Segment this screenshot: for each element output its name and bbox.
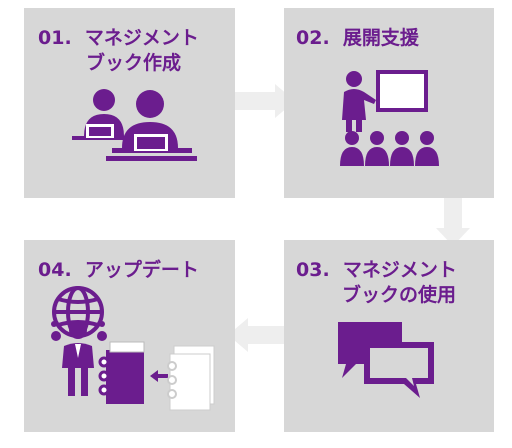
globe-person-and-binder-icon (51, 286, 215, 411)
step-01-title: 01. マネジメント ブック作成 (38, 26, 235, 76)
step-01-title-line1: マネジメント (84, 27, 199, 49)
presenter-with-audience-icon (340, 70, 439, 166)
step-04-title-line1: アップデート (84, 259, 199, 281)
step-02-box: 02. 展開支援 (284, 8, 494, 198)
team-at-laptops-icon (72, 89, 197, 161)
step-02-title-line1: 展開支援 (342, 27, 419, 49)
step-01-box: 01. マネジメント ブック作成 (24, 8, 235, 198)
step-04-box: 04. アップデート (24, 240, 235, 432)
step-04-title: 04. アップデート (38, 258, 235, 283)
arrow-step-01-to-02 (235, 84, 295, 118)
step-03-number: 03. (296, 259, 330, 281)
step-04-number: 04. (38, 259, 72, 281)
arrow-step-02-to-03 (436, 198, 470, 246)
arrow-step-03-to-04 (228, 318, 284, 352)
step-01-number: 01. (38, 27, 72, 49)
step-01-title-line2: ブック作成 (86, 52, 182, 74)
step-03-title-line1: マネジメント (342, 259, 457, 281)
step-02-number: 02. (296, 27, 330, 49)
speech-bubbles-icon (338, 322, 434, 398)
step-03-title-line2: ブックの使用 (342, 284, 457, 306)
step-03-box: 03. マネジメント ブックの使用 (284, 240, 494, 432)
step-03-title: 03. マネジメント ブックの使用 (296, 258, 494, 308)
step-02-title: 02. 展開支援 (296, 26, 494, 51)
